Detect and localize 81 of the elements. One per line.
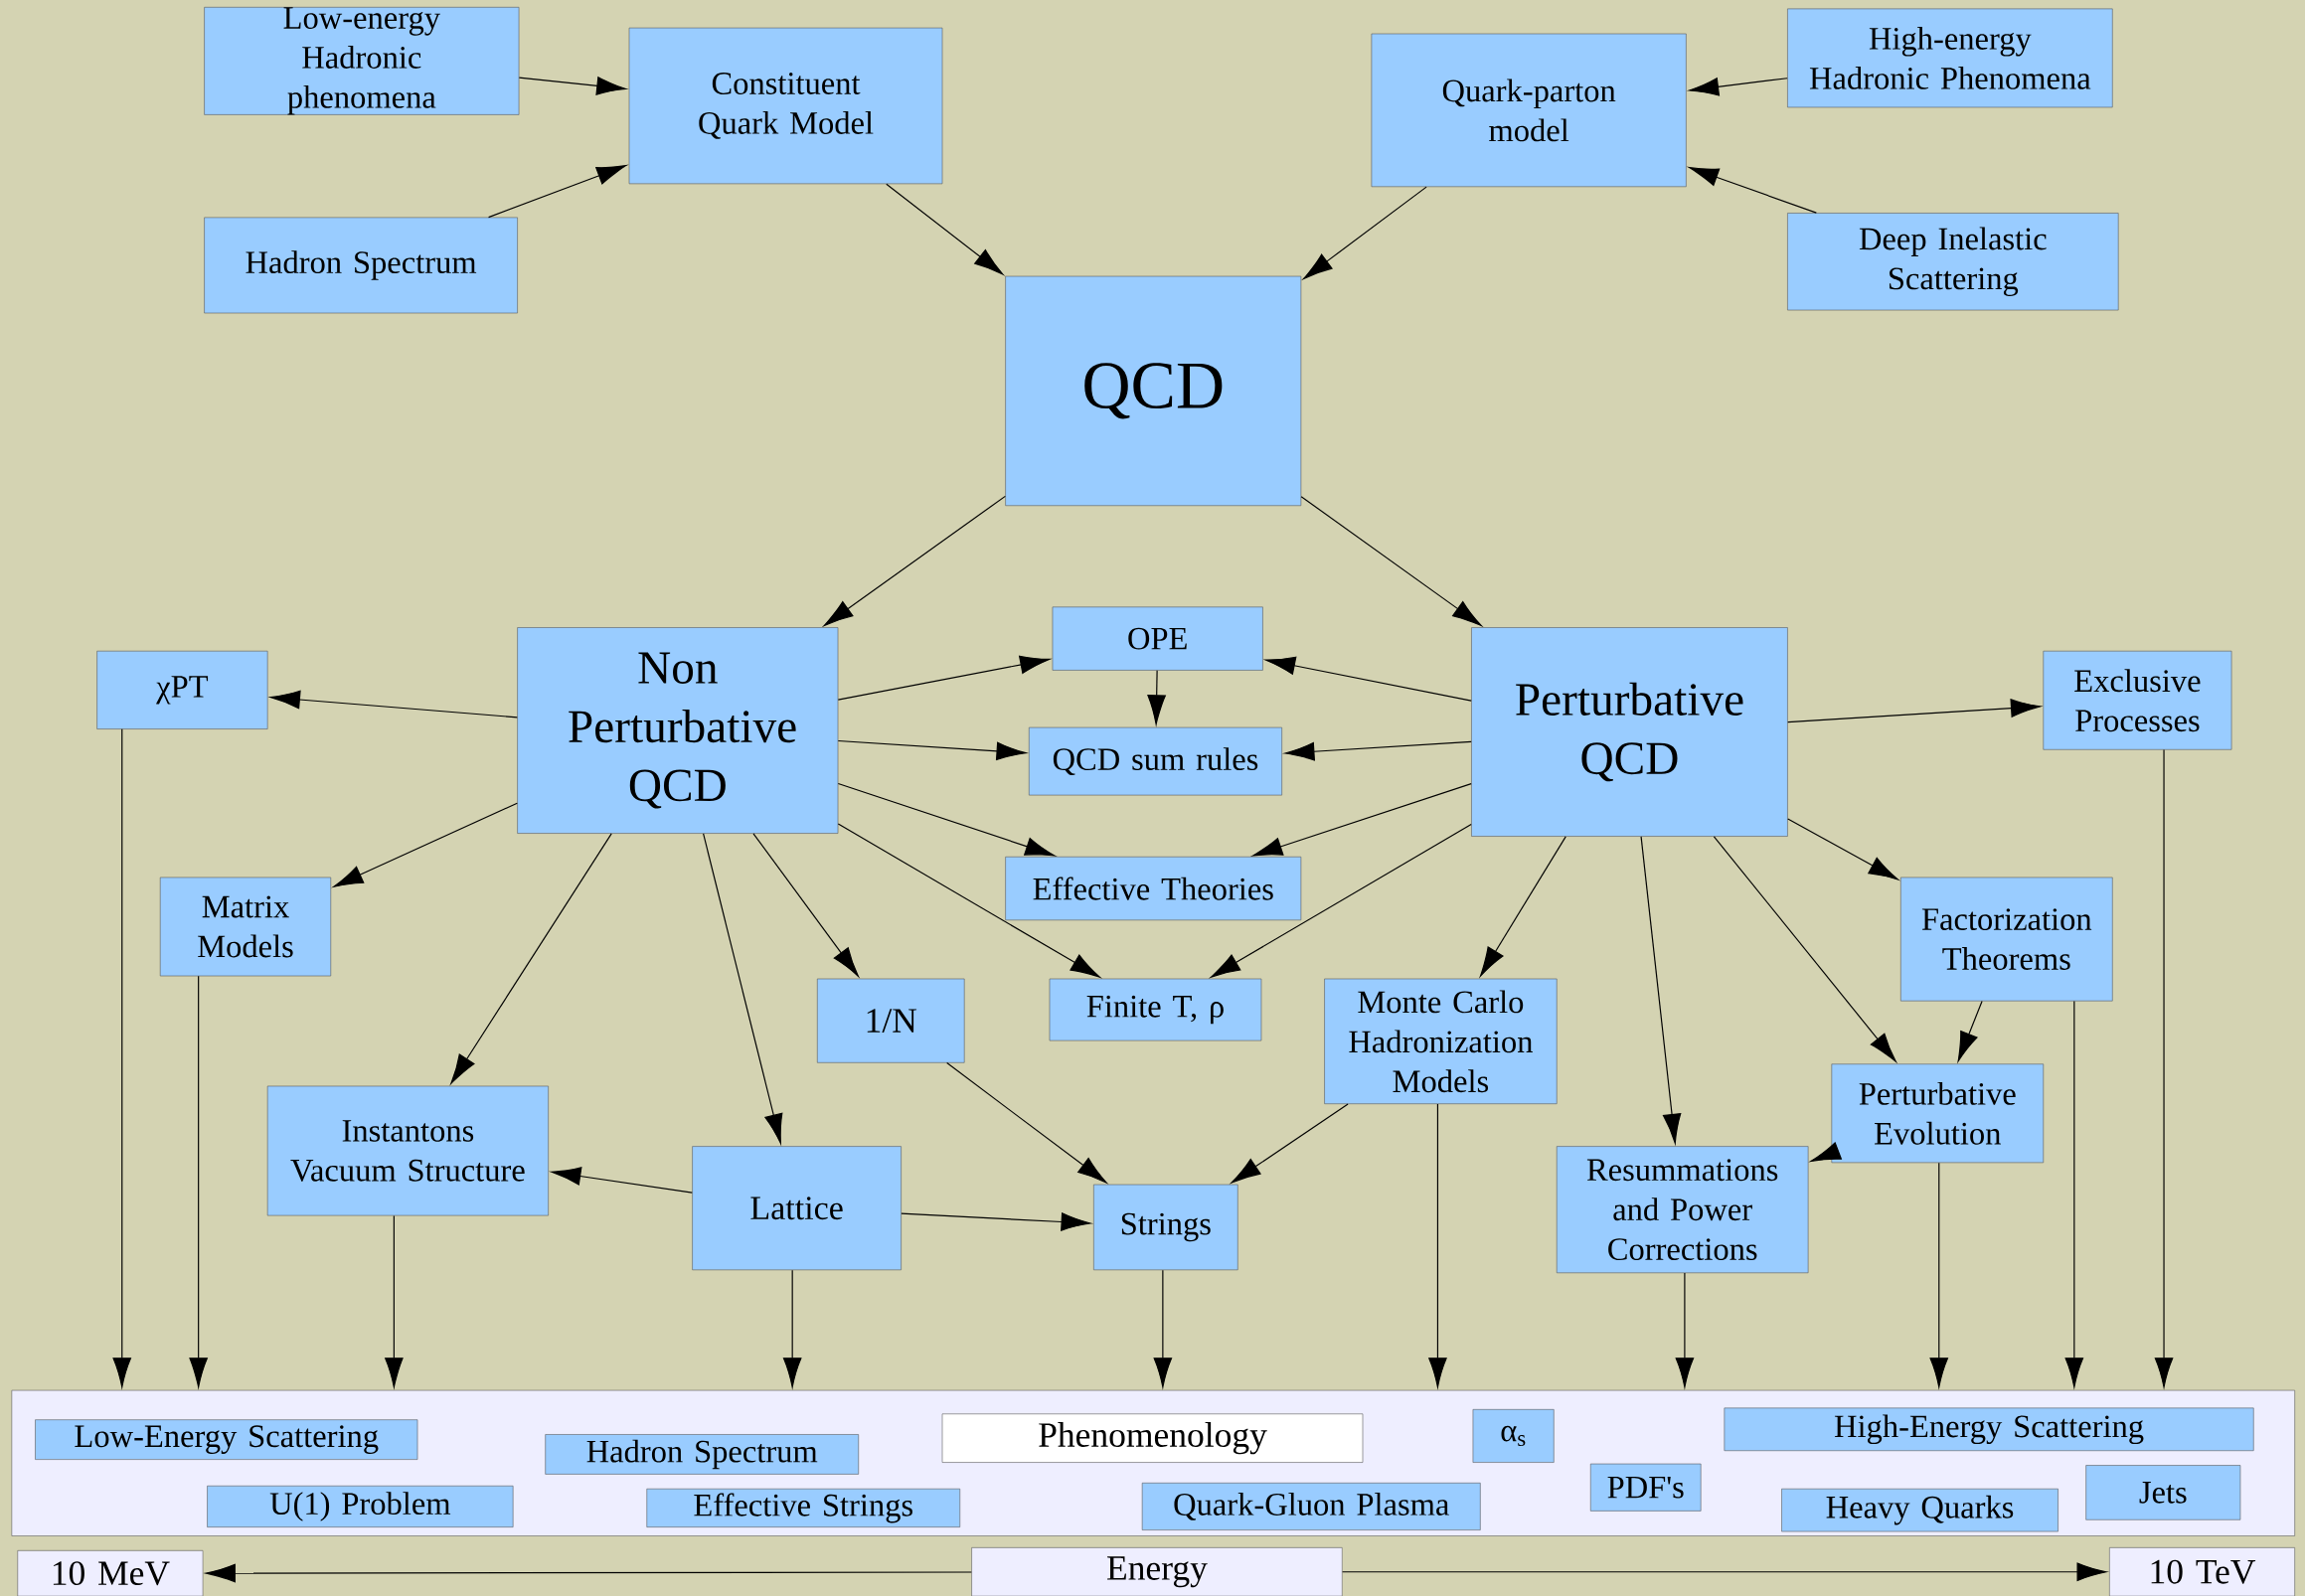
scale-label-box: 10 TeV [2109, 1547, 2295, 1596]
concept-box: Resummations and Power Corrections [1556, 1146, 1809, 1274]
concept-box: Perturbative QCD [1471, 627, 1788, 837]
arrow [205, 1563, 972, 1583]
arrow [1153, 1269, 1173, 1388]
topic-box: Heavy Quarks [1781, 1488, 2058, 1532]
topic-box: PDF's [1589, 1463, 1702, 1512]
arrow [837, 739, 1027, 761]
concept-box: Finite T, ρ [1049, 978, 1262, 1041]
arrow [2064, 1000, 2084, 1388]
arrow [1300, 496, 1482, 626]
concept-box: Non Perturbative QCD [517, 627, 839, 834]
arrow [1787, 818, 1898, 880]
topic-box: α$_{s}$ [1472, 1408, 1555, 1463]
concept-box: Low-energy Hadronic phenomena [204, 6, 520, 115]
arrow [385, 1214, 404, 1388]
concept-box: Deep Inelastic Scattering [1787, 213, 2119, 311]
arrow [269, 690, 518, 718]
topic-box: Hadron Spectrum [545, 1434, 859, 1475]
arrow [2154, 748, 2174, 1388]
arrow [1689, 78, 1788, 96]
arrow [1675, 1272, 1695, 1388]
topic-box: U(1) Problem [207, 1485, 514, 1527]
concept-box: Exclusive Processes [2043, 650, 2232, 750]
arrow [901, 1212, 1091, 1231]
arrow [1342, 1562, 2107, 1581]
topic-box: Low-Energy Scattering [35, 1419, 418, 1460]
arrow [752, 833, 859, 977]
topic-box: Effective Strings [646, 1488, 961, 1527]
concept-box: Effective Theories [1005, 856, 1302, 921]
arrow [189, 975, 208, 1388]
concept-box: Instantons Vacuum Structure [266, 1085, 549, 1216]
scale-label-box: 10 MeV [17, 1549, 204, 1596]
arrow [1713, 836, 1896, 1062]
arrow [1147, 670, 1166, 725]
concept-box: Quark-parton model [1371, 33, 1687, 188]
concept-box: Strings [1093, 1184, 1238, 1271]
concept-box: Monte Carlo Hadronization Models [1324, 978, 1558, 1104]
concept-box: QCD sum rules [1029, 726, 1282, 796]
concept-box: 1/N [817, 978, 965, 1063]
arrow [1428, 1103, 1447, 1388]
arrow [1303, 186, 1427, 279]
arrow [333, 802, 518, 887]
arrow [112, 728, 132, 1388]
arrow [1640, 836, 1682, 1144]
arrow [1210, 823, 1472, 978]
topic-box: Quark-Gluon Plasma [1141, 1482, 1481, 1530]
arrow [1231, 1103, 1349, 1184]
concept-box: Lattice [692, 1146, 902, 1271]
concept-box: High-energy Hadronic Phenomena [1787, 8, 2113, 108]
central-box: QCD [1005, 275, 1302, 506]
topic-box: Jets [2085, 1465, 2241, 1520]
arrow [1284, 740, 1472, 761]
arrow [1787, 699, 2041, 723]
arrow [1688, 166, 1817, 214]
arrow [823, 495, 1006, 626]
arrow [1957, 1000, 1983, 1062]
arrow [1252, 783, 1472, 857]
axis-label-box: Energy [971, 1547, 1343, 1596]
arrow [487, 164, 627, 219]
arrow [518, 77, 627, 95]
arrow [1929, 1162, 1949, 1388]
concept-box: Perturbative Evolution [1831, 1063, 2045, 1164]
arrow [946, 1061, 1107, 1184]
arrow [837, 782, 1056, 857]
concept-box: Hadron Spectrum [204, 217, 518, 314]
arrow [837, 655, 1051, 701]
arrow [1810, 1142, 1842, 1162]
concept-box: Constituent Quark Model [628, 27, 943, 185]
concept-box: χPT [96, 650, 268, 729]
arrow [1479, 836, 1566, 977]
arrow [782, 1269, 802, 1388]
concept-box: Matrix Models [159, 877, 332, 977]
topic-box: High-Energy Scattering [1724, 1407, 2254, 1451]
arrow [886, 183, 1004, 275]
arrow [551, 1167, 693, 1194]
concept-box: OPE [1052, 606, 1263, 671]
arrow [837, 823, 1100, 978]
arrow [450, 833, 612, 1084]
concept-box: Factorization Theorems [1900, 877, 2113, 1002]
arrow [703, 833, 783, 1144]
